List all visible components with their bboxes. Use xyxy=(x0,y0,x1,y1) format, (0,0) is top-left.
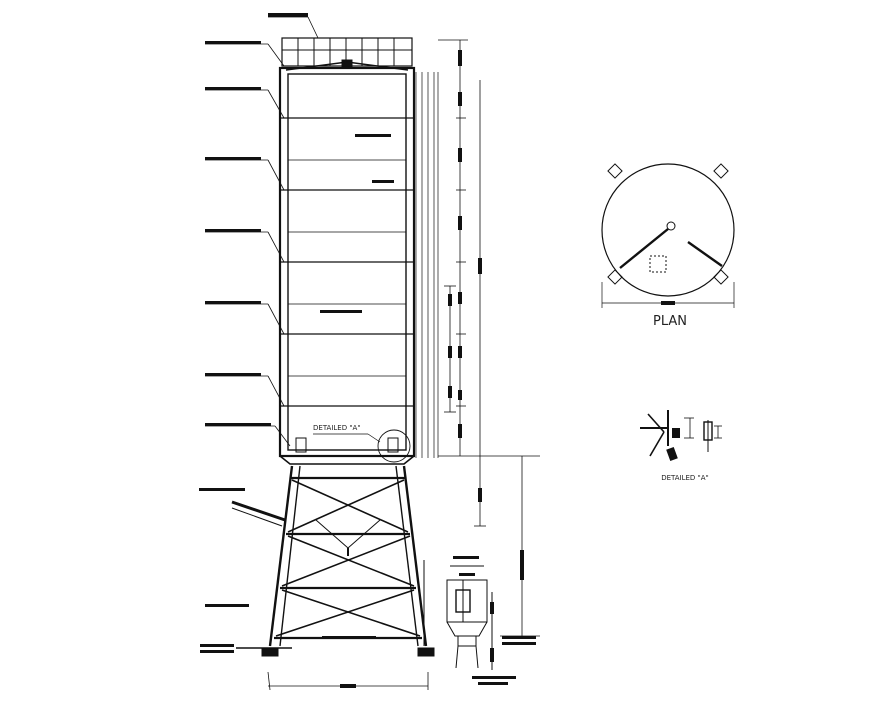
support-frame xyxy=(231,465,435,657)
plan-silo-circle xyxy=(601,163,735,297)
base-width-dimension xyxy=(267,671,429,691)
silo-elevation xyxy=(199,13,540,691)
detail-a-callout-label: DETAILED "A" xyxy=(313,424,361,432)
plan-label: PLAN xyxy=(653,314,687,329)
height-dimension-chain xyxy=(438,39,540,637)
detail-a-view xyxy=(640,410,722,462)
left-leader-lines xyxy=(205,43,291,447)
side-ladder xyxy=(415,72,439,458)
detail-a-callout-circle xyxy=(377,429,411,463)
leader-text-blocks xyxy=(199,13,394,653)
hopper-unit xyxy=(322,556,536,685)
detail-a-label: DETAILED "A" xyxy=(661,474,709,482)
roof-railing xyxy=(281,37,413,71)
plan-view xyxy=(601,163,735,308)
silo-body xyxy=(278,66,416,465)
